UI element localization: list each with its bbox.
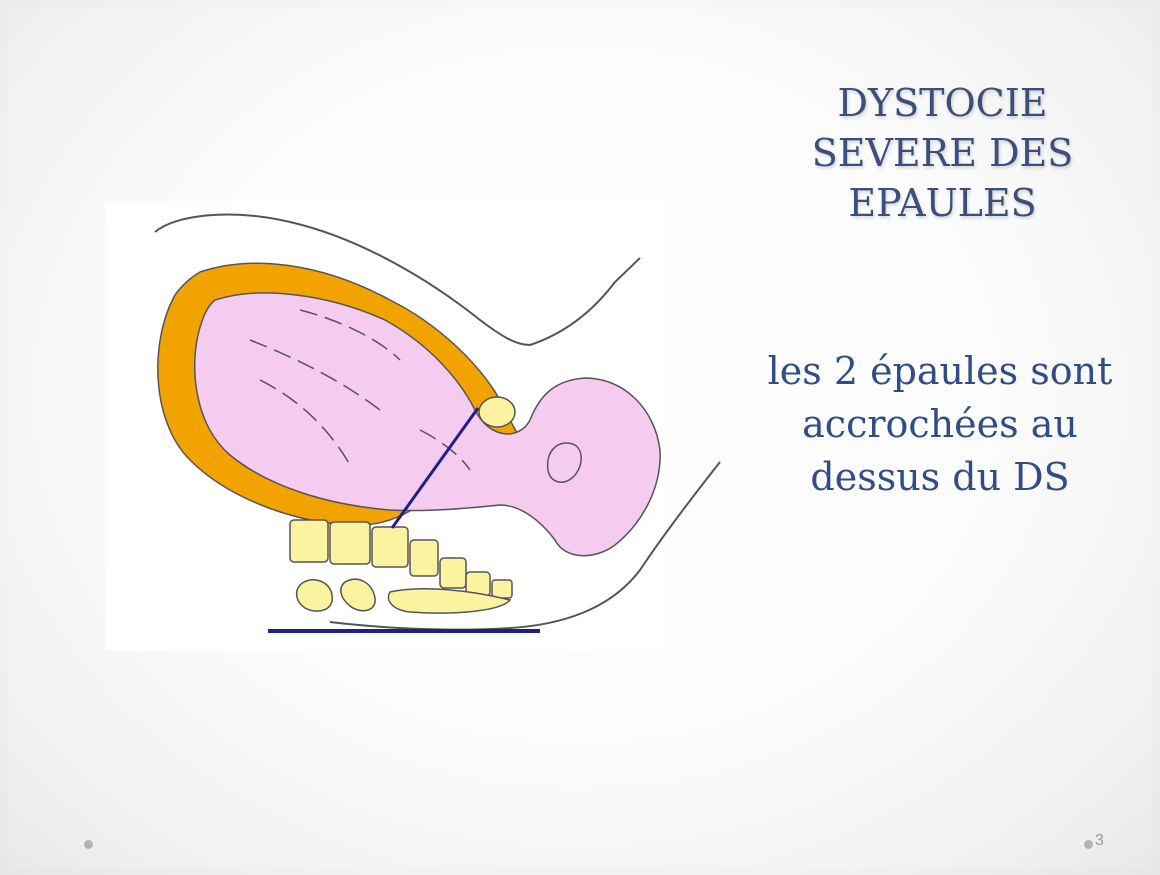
page-number: 3 (1095, 832, 1104, 850)
slide-title: DYSTOCIE SEVERE DES EPAULES (770, 78, 1115, 228)
bullet-dot-icon (84, 840, 93, 849)
bullet-dot-icon (1084, 840, 1093, 849)
anterior-shoulder (479, 397, 515, 427)
slide-subtitle: les 2 épaules sont accrochées au dessus … (750, 345, 1130, 504)
